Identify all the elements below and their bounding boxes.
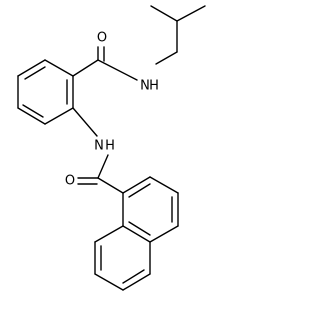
naph-bond-c4-c4a [149,225,179,243]
ring-inner-bond-b [22,104,44,118]
naph-bond-c6-c5 [122,273,151,291]
atom-oxygen-top: O [97,31,107,46]
top-amide-group [72,46,138,81]
naph-inner-c6-c5 [122,269,145,284]
ring-bond-3 [17,107,46,125]
atom-oxygen-bottom: O [65,174,75,189]
benzene-ring [17,59,74,125]
bottom-amide-group [72,107,124,194]
bond-carbonyl2-naph [97,177,124,194]
naph-bond-c1-c2 [122,176,151,194]
bond-nh-carbonyl [97,59,138,81]
naphthalene-ring-system [94,176,179,291]
atom-nitrogen-top: N [140,79,150,94]
naph-bond-c4a-c8a [122,225,151,243]
chemical-structure-diagram: O N H N H O [17,5,206,291]
bond-ring-nh [72,107,98,137]
naph-inner-c4a-c8a [128,221,151,236]
ring-bond-2 [44,107,74,125]
ring-bond-6 [44,59,74,77]
naph-bond-c8a-c8 [94,225,124,243]
naph-inner-c1-c2 [128,183,151,198]
bond-methyl-right [176,5,206,22]
atom-hydrogen-top: H [149,79,159,94]
isobutyl-group [150,5,206,65]
bond-nh-carbonyl2 [97,154,109,179]
ring-inner-bond-c [24,66,46,80]
bond-carbonyl-ring [72,59,99,77]
bond-ch2-n [155,51,178,65]
naph-bond-c2-c3 [149,176,179,194]
bond-methyl-left [150,5,178,22]
naph-bond-c7-c6 [94,273,124,291]
ring-bond-5 [17,59,46,77]
atom-nitrogen-amine: N [94,139,104,154]
atom-hydrogen-amine: H [105,139,115,154]
